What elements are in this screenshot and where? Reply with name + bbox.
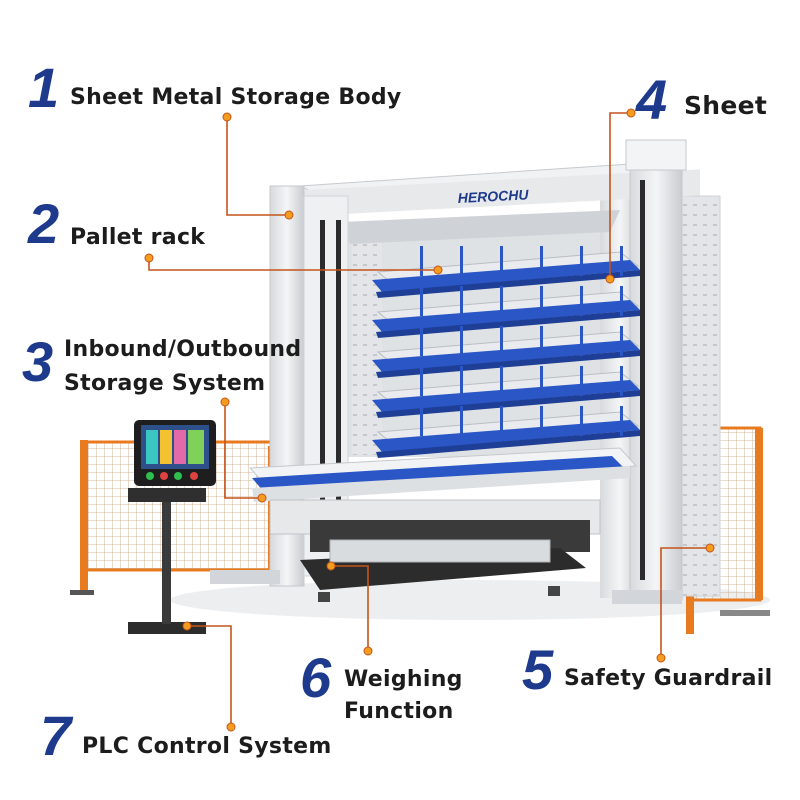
inner-left-perf <box>352 240 382 455</box>
callout-number-6: 6 <box>300 646 332 709</box>
leader-1 <box>226 117 289 216</box>
brand-logo: HEROCHU <box>457 186 529 206</box>
leader-6 <box>331 565 369 651</box>
leader-3 <box>224 402 262 499</box>
callout-lines <box>148 112 710 727</box>
callout-number-5: 5 <box>522 638 554 701</box>
leader-5 <box>660 547 710 658</box>
tray-4 <box>372 366 640 418</box>
tray-5 <box>372 406 640 458</box>
plc-control-stand <box>128 420 216 634</box>
tray-3 <box>372 326 640 378</box>
pallet-rack-trays <box>372 246 640 458</box>
callout-number-4: 4 <box>636 68 668 131</box>
lift-rail-3 <box>640 180 645 580</box>
top-beam <box>298 161 701 244</box>
callout-label-3a: Inbound/Outbound <box>64 337 302 362</box>
leader-4 <box>609 112 631 279</box>
lift-rail-1 <box>320 220 325 550</box>
lift-rail-2 <box>336 220 341 550</box>
callout-label-3b: Storage System <box>64 371 266 396</box>
callout-label-2: Pallet rack <box>70 225 206 250</box>
callout-number-1: 1 <box>28 56 60 119</box>
post-front-right <box>629 149 683 601</box>
callout-number-3: 3 <box>22 330 54 393</box>
callout-label-1: Sheet Metal Storage Body <box>70 85 402 110</box>
callout-number-2: 2 <box>28 192 60 255</box>
callout-label-6b: Function <box>344 699 454 724</box>
loading-platform <box>248 447 638 552</box>
leader-7 <box>187 625 232 727</box>
callout-dots <box>144 108 715 732</box>
tray-1 <box>372 246 640 298</box>
callout-label-5: Safety Guardrail <box>564 666 773 691</box>
callout-number-7: 7 <box>40 704 72 767</box>
callout-label-6a: Weighing <box>344 667 463 692</box>
tray-2 <box>372 286 640 338</box>
callout-label-4: Sheet <box>684 91 768 120</box>
weighing-base <box>210 539 682 604</box>
callout-label-7: PLC Control System <box>82 734 332 759</box>
post-cap <box>625 139 687 171</box>
